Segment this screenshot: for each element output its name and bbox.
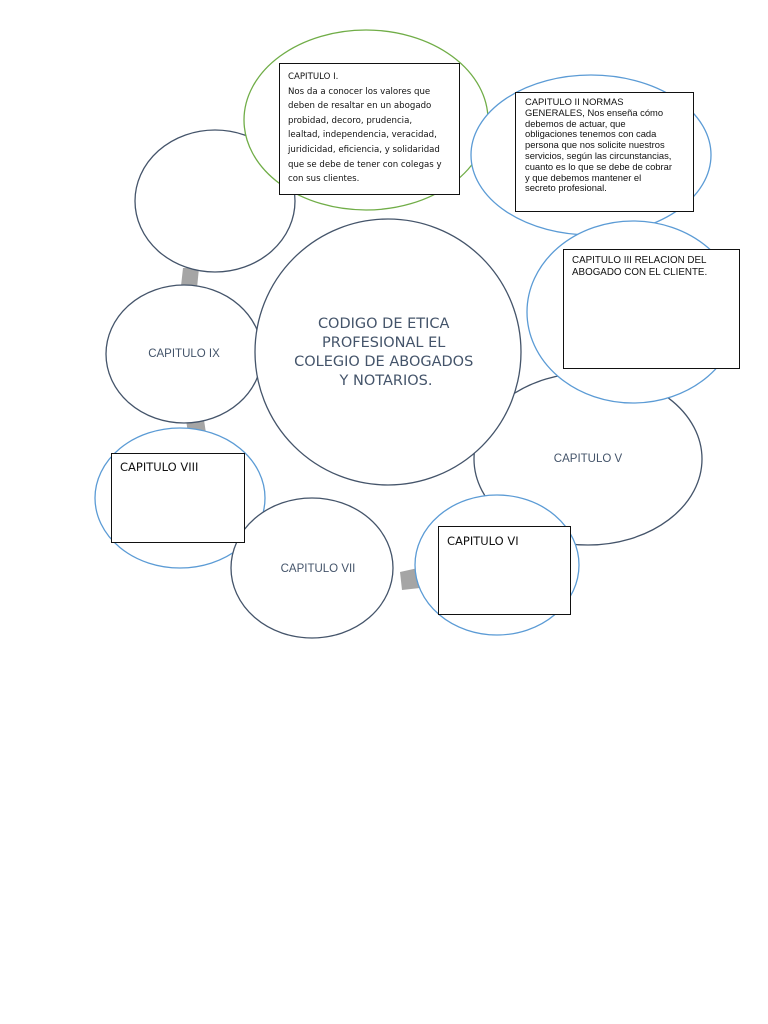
node-capitulo-vii — [230, 497, 394, 639]
capitulo-iii-textbox: CAPITULO III RELACION DEL ABOGADO CON EL… — [563, 249, 740, 369]
center-title-line: Y NOTARIOS. — [339, 373, 433, 389]
capitulo-viii-textbox: CAPITULO VIII — [111, 453, 245, 543]
node-empty-top-left — [134, 129, 296, 273]
capitulo-ix-label: CAPITULO IX — [148, 348, 220, 360]
capitulo-i-textbox: CAPITULO I. Nos da a conocer los valores… — [279, 63, 460, 195]
center-title-line: CODIGO DE ETICA — [318, 316, 450, 332]
center-title-line: PROFESIONAL EL — [322, 335, 445, 351]
center-title-line: COLEGIO DE ABOGADOS — [294, 354, 473, 370]
capitulo-v-label: CAPITULO V — [554, 453, 623, 465]
center-node — [254, 218, 522, 486]
capitulo-vii-label: CAPITULO VII — [281, 563, 356, 575]
capitulo-ii-textbox: CAPITULO II NORMAS GENERALES, Nos enseña… — [515, 92, 694, 212]
capitulo-vi-textbox: CAPITULO VI — [438, 526, 571, 615]
center-title: CODIGO DE ETICA PROFESIONAL EL COLEGIO D… — [294, 316, 478, 389]
connector-top-left-to-ix — [181, 268, 199, 288]
